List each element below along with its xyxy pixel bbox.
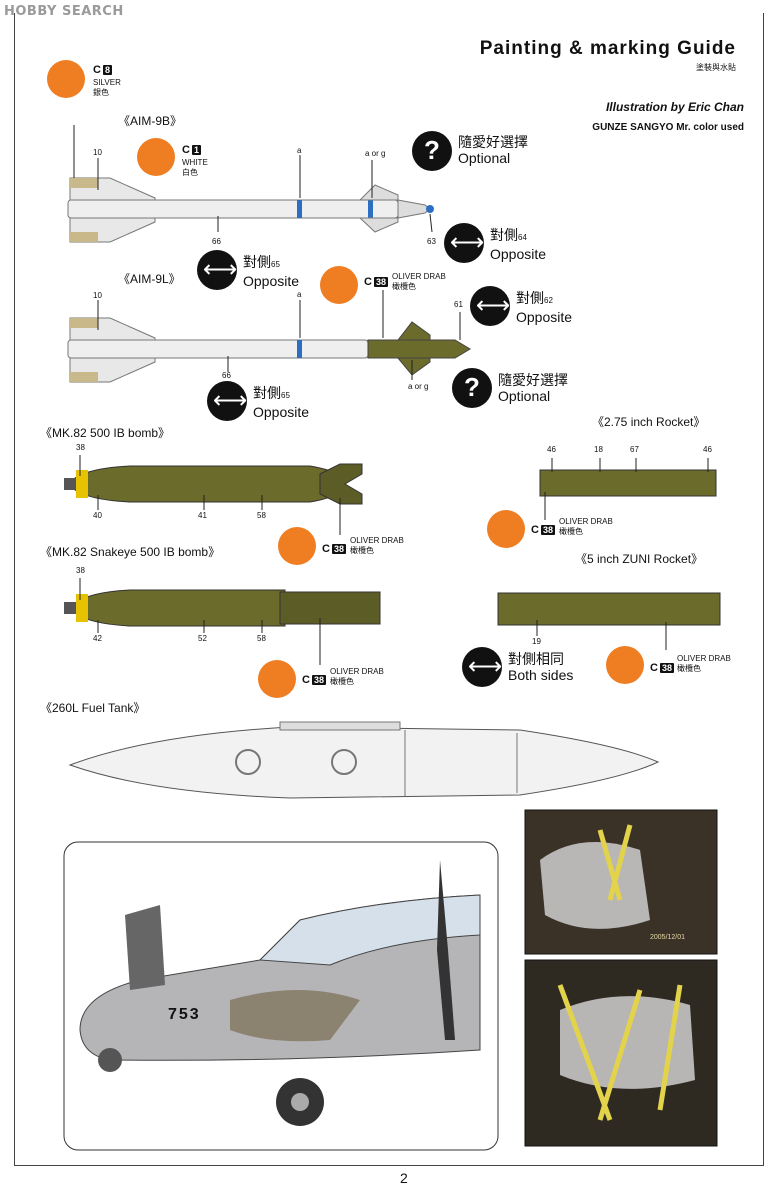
decal-number: 52	[198, 634, 207, 643]
fuel-tank	[68, 721, 660, 799]
decal-number: 40	[93, 511, 102, 520]
photo-date: 2005/12/01	[650, 934, 686, 941]
illustration-credit: Illustration by Eric Chan	[605, 100, 744, 114]
section-aim9b: 《AIM-9B》	[118, 114, 183, 128]
decal-number: 61	[454, 300, 463, 309]
section-mk82: 《MK.82 500 IB bomb》	[40, 426, 171, 440]
decal-a: a	[297, 290, 302, 299]
decal-number: 46	[547, 445, 556, 454]
decal-number: 38	[76, 443, 85, 452]
paint-can-icon	[137, 138, 175, 176]
decal-number: 46	[703, 445, 712, 454]
section-fuel-tank: 《260L Fuel Tank》	[40, 701, 146, 715]
paint-can-icon	[487, 510, 525, 548]
mk82-bomb	[64, 455, 363, 535]
decal-number: 38	[76, 566, 85, 575]
decal-number: 42	[93, 634, 102, 643]
mk82-snakeye-bomb	[64, 578, 381, 665]
paint-can-icon	[258, 660, 296, 698]
paint-can-icon	[278, 527, 316, 565]
page-title: Painting & marking Guide	[479, 38, 736, 59]
decal-number: 41	[198, 511, 207, 520]
decal-number: 58	[257, 634, 266, 643]
question-icon: ?	[412, 131, 452, 171]
arrow-both-icon: ⟷	[470, 286, 510, 326]
decal-a: a	[297, 146, 302, 155]
decal-number: 10	[93, 291, 102, 300]
question-icon: ?	[452, 368, 492, 408]
decal-number: 63	[427, 237, 436, 246]
aim9b-missile	[67, 125, 434, 243]
decal-number: 58	[257, 511, 266, 520]
paint-can-icon	[606, 646, 644, 684]
decal-number: 66	[212, 237, 221, 246]
page-title-cn: 塗裝與水貼	[696, 63, 736, 72]
rocket-275	[539, 458, 717, 520]
rocket-zuni	[497, 592, 721, 650]
decal-number: 66	[222, 371, 231, 380]
decal-number: 19	[532, 637, 541, 646]
decal-number: 10	[93, 148, 102, 157]
page-number: 2	[400, 1170, 408, 1186]
aircraft-drawing	[79, 860, 481, 1126]
arrow-both-icon: ⟷	[444, 223, 484, 263]
decal-number: 18	[594, 445, 603, 454]
aim9l-missile	[67, 290, 471, 383]
section-mk82-snakeye: 《MK.82 Snakeye 500 IB bomb》	[40, 545, 221, 559]
section-zuni: 《5 inch ZUNI Rocket》	[575, 552, 704, 566]
page-frame	[14, 13, 764, 1166]
decal-a-or-g: a or g	[408, 382, 429, 391]
section-aim9l: 《AIM-9L》	[118, 272, 181, 286]
tail-number: 753	[168, 1006, 201, 1023]
decal-number: 67	[630, 445, 639, 454]
decal-a-or-g: a or g	[365, 149, 386, 158]
watermark: HOBBY SEARCH	[4, 4, 124, 19]
paint-can-icon	[320, 266, 358, 304]
paint-can-icon	[47, 60, 85, 98]
section-rocket275: 《2.75 inch Rocket》	[592, 415, 706, 429]
arrow-both-icon: ⟷	[197, 250, 237, 290]
arrow-both-icon: ⟷	[207, 381, 247, 421]
paint-brand-note: GUNZE SANGYO Mr. color used	[592, 122, 744, 133]
arrow-both-icon: ⟷	[462, 647, 502, 687]
